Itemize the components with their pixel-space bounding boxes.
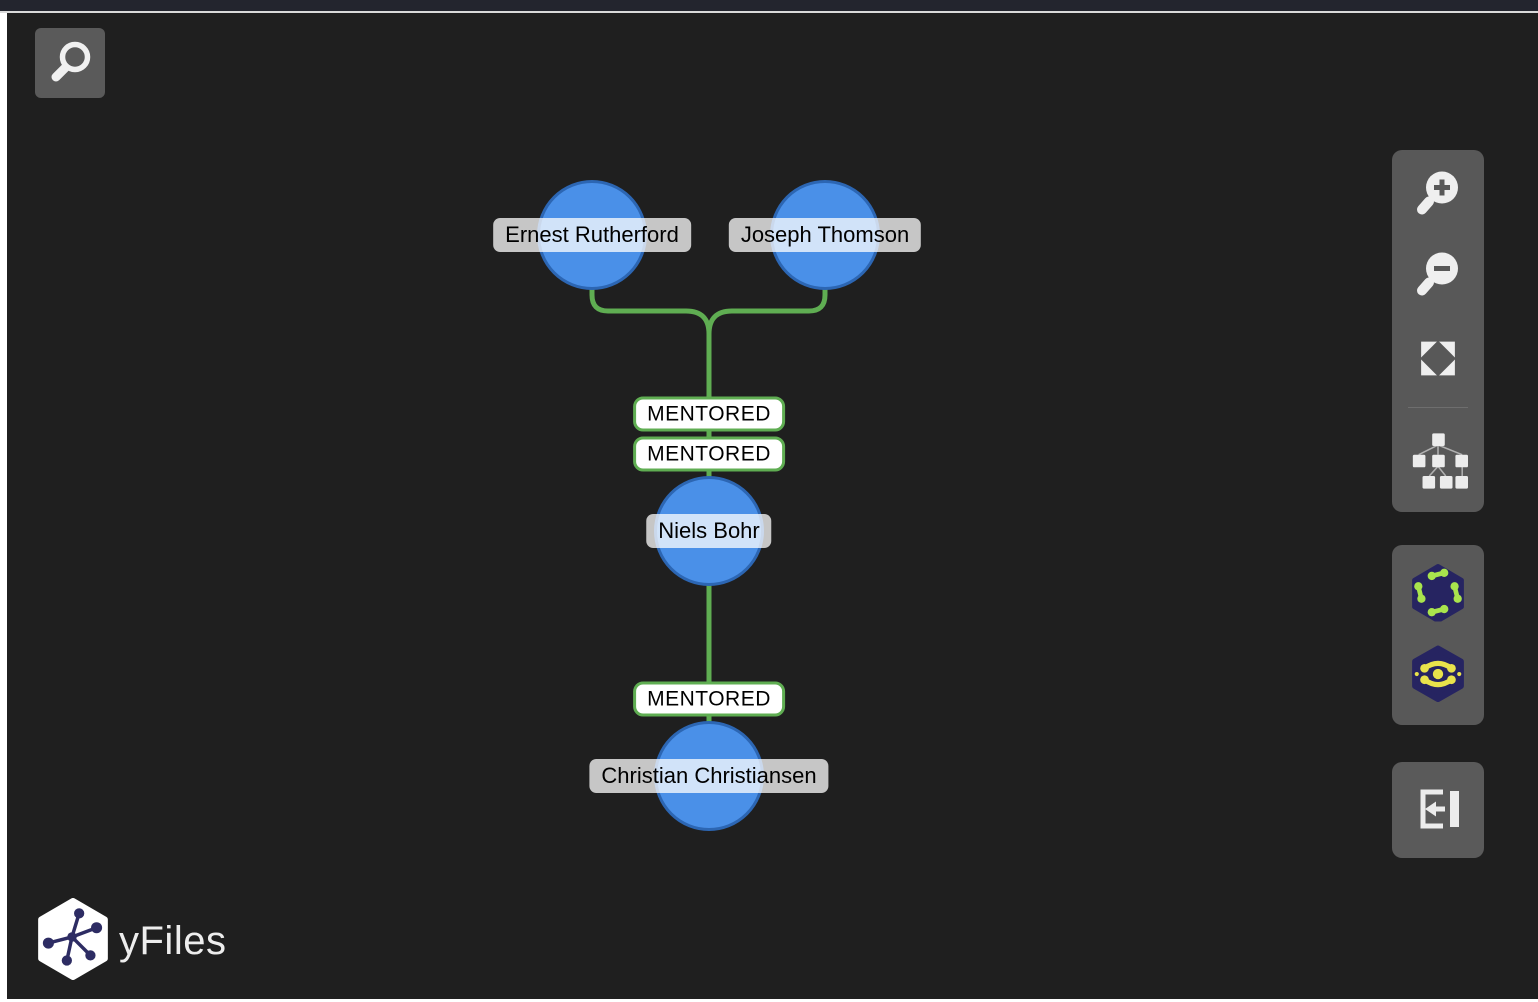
zoom-out-icon <box>1414 250 1462 305</box>
search-icon <box>44 36 96 91</box>
fit-content-button[interactable] <box>1419 340 1457 381</box>
edge-label-mentored-3[interactable]: MENTORED <box>633 681 785 717</box>
node-label-christiansen[interactable]: Christian Christiansen <box>589 759 829 793</box>
hierarchic-layout-icon <box>1408 431 1468 494</box>
zoom-in-button[interactable] <box>1414 169 1462 224</box>
edge-label-mentored-1[interactable]: MENTORED <box>633 396 785 432</box>
node-label-rutherford[interactable]: Ernest Rutherford <box>493 218 691 252</box>
yfiles-brand-text: yFiles <box>119 919 227 963</box>
organic-layout-button[interactable] <box>1409 564 1467 625</box>
layout-toolbar <box>1392 545 1484 725</box>
node-label-bohr[interactable]: Niels Bohr <box>646 514 772 548</box>
top-bar-divider <box>0 11 1538 13</box>
radial-layout-button[interactable] <box>1409 645 1467 706</box>
radial-layout-icon <box>1409 645 1467 706</box>
graph-canvas[interactable]: MENTORED MENTORED MENTORED Ernest Ruther… <box>7 13 1538 999</box>
window-top-bar <box>0 0 1538 11</box>
collapse-panel-button[interactable] <box>1392 762 1484 858</box>
node-label-thomson[interactable]: Joseph Thomson <box>728 218 922 252</box>
organic-layout-icon <box>1409 564 1467 625</box>
search-button[interactable] <box>35 28 105 98</box>
zoom-in-icon <box>1414 169 1462 224</box>
edge-label-mentored-2[interactable]: MENTORED <box>633 436 785 472</box>
toolbar-divider <box>1408 407 1468 408</box>
yfiles-logo[interactable]: yFiles <box>35 898 226 985</box>
graph-edges-layer <box>589 286 828 726</box>
hierarchic-layout-button[interactable] <box>1408 431 1468 494</box>
yfiles-hexagon-icon <box>35 898 111 985</box>
view-toolbar <box>1392 150 1484 512</box>
zoom-out-button[interactable] <box>1414 250 1462 305</box>
collapse-panel-icon <box>1415 786 1461 835</box>
fit-content-icon <box>1419 340 1457 381</box>
